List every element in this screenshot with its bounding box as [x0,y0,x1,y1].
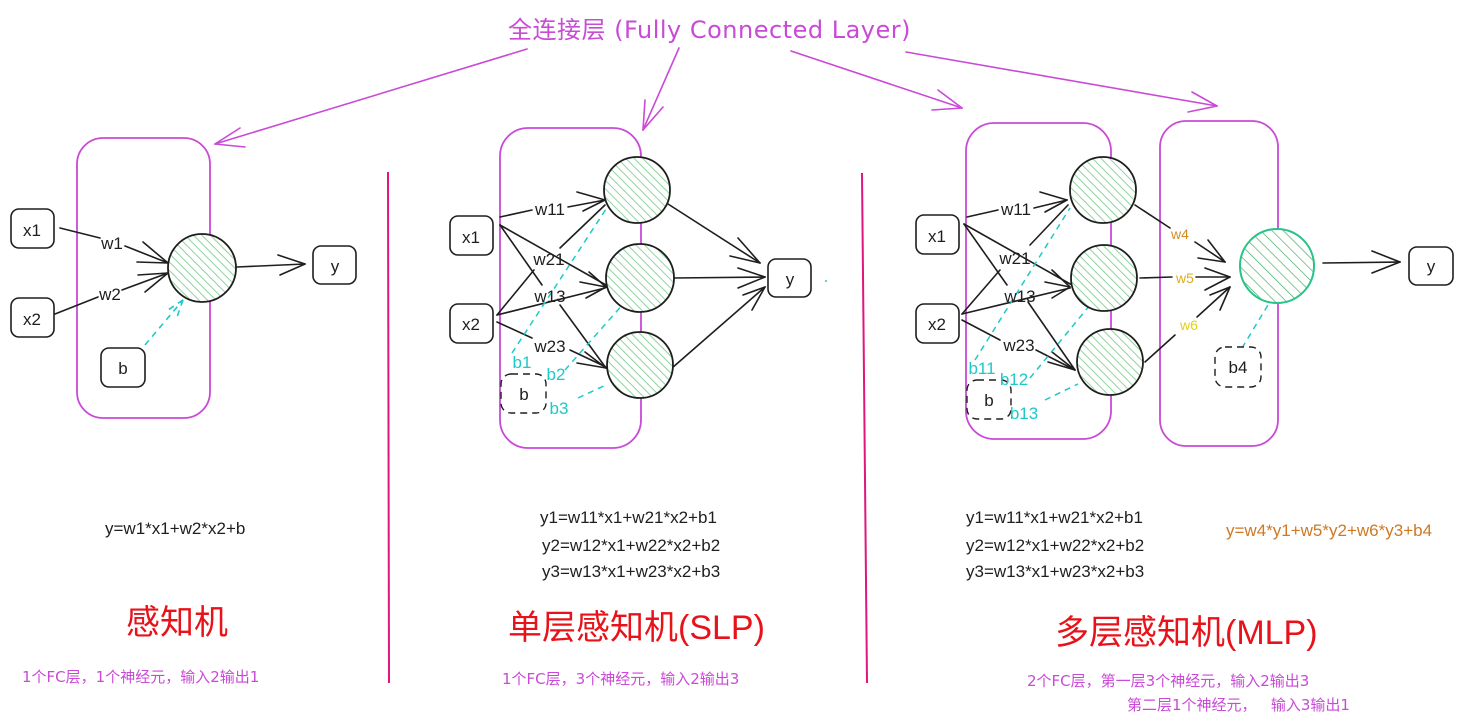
input-label-x2: x2 [23,310,41,329]
weight-label-w13: w13 [533,287,565,306]
bias-label-b13: b13 [1010,404,1038,423]
input-node-x2 [915,303,960,344]
output-label: y [786,270,795,289]
perceptron-title: 感知机 [126,604,228,642]
output-node-y [1408,246,1454,286]
slp-note: 1个FC层，3个神经元，输入2输出3 [502,670,740,688]
bias-label-b3: b3 [550,399,569,418]
arrow-to-mlp-layer2 [905,51,1218,113]
layer1-neuron-3 [1076,328,1144,396]
bias-label: b [984,391,993,410]
weight-label-w6: w6 [1179,317,1198,333]
bias-label-b2: b2 [547,365,566,384]
slp-diagram: x1 x2 b y w11 w21 w13 w23 b1 b2 b3 [449,127,827,449]
mlp-note-line2: 第二层1个神经元， 输入3输出1 [1127,696,1350,714]
slp-formula-y1: y1=w11*x1+w21*x2+b1 [540,508,717,527]
mlp-title: 多层感知机(MLP) [1055,614,1318,652]
input-node-x1 [915,214,960,255]
input-label-x1: x1 [462,228,480,247]
weight-label-w1: w1 [100,234,123,253]
bias-node [500,373,547,414]
layer1-neuron-2 [1070,244,1138,312]
output-node-y [312,245,357,285]
layer2-output-neuron [1239,228,1315,304]
bias-label: b [519,385,528,404]
weight-label-w11: w11 [1000,200,1031,219]
mlp-note-line1: 2个FC层，第一层3个神经元，输入2输出3 [1027,672,1310,690]
fc-layer-title: 全连接层 (Fully Connected Layer) [508,16,912,44]
bias-node-b4 [1214,346,1262,388]
perceptron-diagram: x1 x2 b y w1 w2 [10,137,357,419]
input-label-x2: x2 [462,315,480,334]
bias-label-b11: b11 [968,359,995,378]
input-node-x1 [449,215,494,256]
mlp-formula-y1: y1=w11*x1+w21*x2+b1 [966,508,1143,527]
neuron-3 [606,331,674,399]
arrow-to-mlp-layer1 [790,50,963,111]
neuron [167,233,237,303]
weight-label-w23: w23 [533,337,565,356]
bias-label-b12: b12 [1000,370,1028,389]
bias-node [966,379,1012,420]
input-node-x2 [10,297,55,338]
weight-label-w21: w21 [998,249,1030,268]
weight-label-w23: w23 [1002,336,1034,355]
input-node-x1 [10,208,55,249]
neuron-1 [603,156,671,224]
layer1-neuron-1 [1069,156,1137,224]
title-arrows [214,47,1218,148]
arrow-to-slp-layer [642,47,680,131]
mlp-formula-y2: y2=w12*x1+w22*x2+b2 [966,536,1145,555]
weight-label-w5: w5 [1175,270,1194,286]
input-node-x2 [449,303,494,344]
weight-label-w2: w2 [98,285,121,304]
weight-label-w4: w4 [1170,226,1189,242]
output-label: y [331,257,340,276]
weight-label-w13: w13 [1003,287,1035,306]
bias-label-b4: b4 [1229,358,1248,377]
output-node-y [767,258,812,298]
output-label: y [1427,257,1436,276]
perceptron-formula: y=w1*x1+w2*x2+b [105,519,246,538]
separator-left [387,171,390,684]
separator-right [861,172,868,684]
slp-formula-y2: y2=w12*x1+w22*x2+b2 [542,536,721,555]
mlp-formula-y3: y3=w13*x1+w23*x2+b3 [966,562,1145,581]
bias-label: b [118,359,127,378]
mlp-diagram: x1 x2 b b4 y w11 w21 w13 w23 b11 b12 b13… [915,120,1454,447]
input-label-x2: x2 [928,315,946,334]
input-label-x1: x1 [23,221,41,240]
bias-label-b1: b1 [513,353,532,372]
stray-dot [825,280,827,282]
neuron-2 [605,243,675,313]
bias-node [100,347,146,388]
perceptron-note: 1个FC层，1个神经元，输入2输出1 [22,668,260,686]
arrow-to-perceptron-layer [214,48,528,148]
slp-formula-y3: y3=w13*x1+w23*x2+b3 [542,562,721,581]
mlp-output-formula: y=w4*y1+w5*y2+w6*y3+b4 [1226,521,1433,540]
slp-title: 单层感知机(SLP) [508,609,765,647]
weight-label-w11: w11 [534,200,565,219]
weight-label-w21: w21 [532,250,564,269]
input-label-x1: x1 [928,227,946,246]
